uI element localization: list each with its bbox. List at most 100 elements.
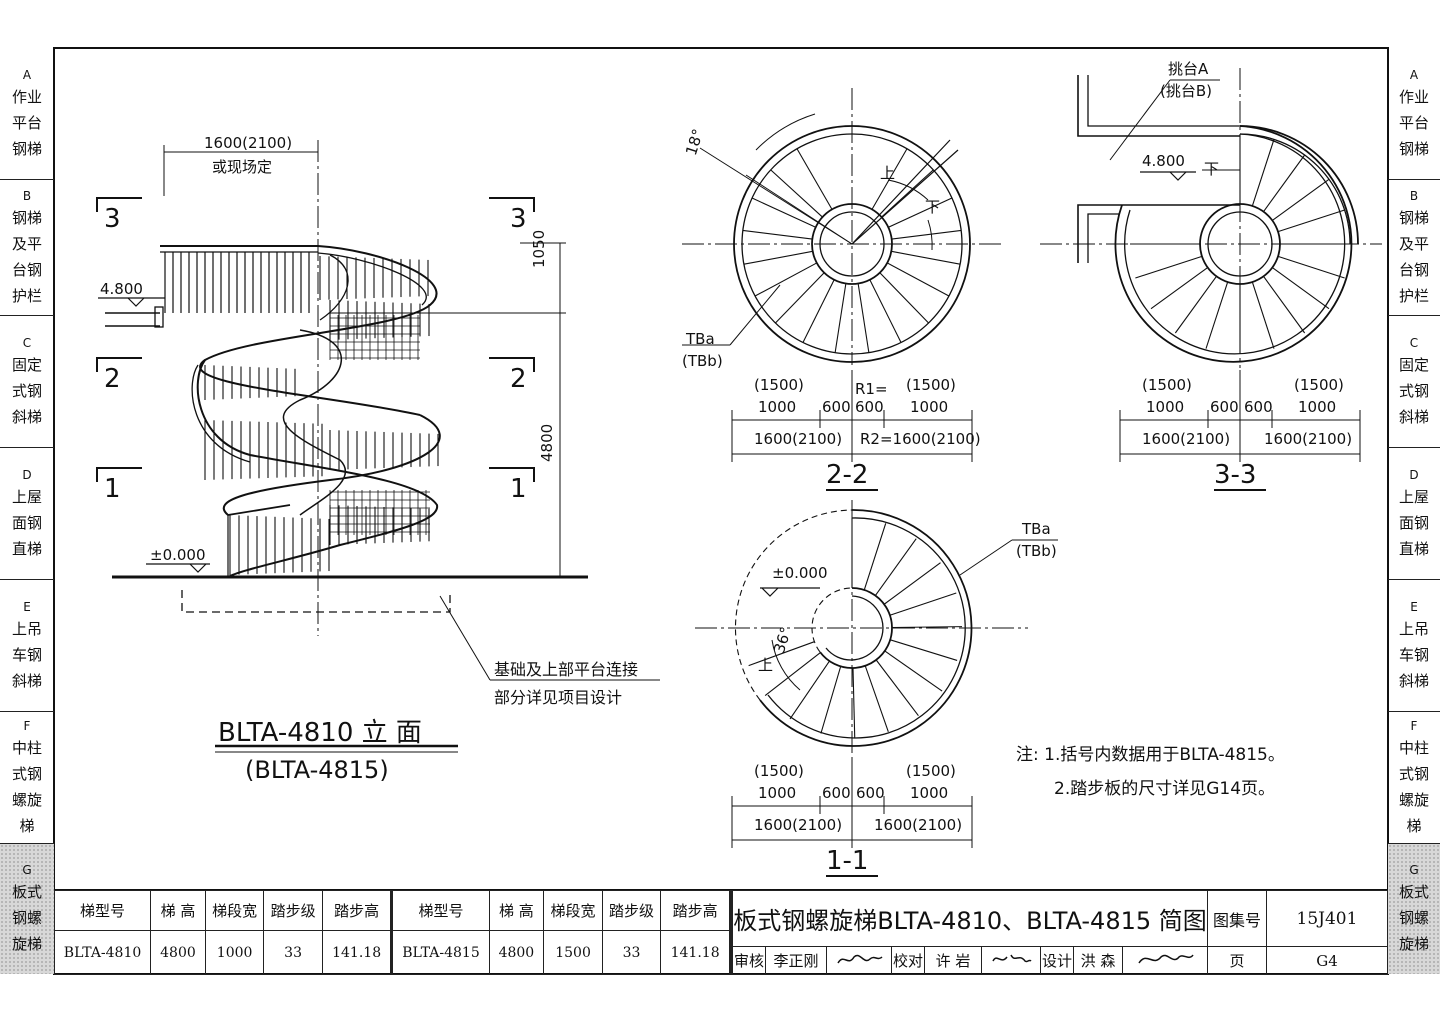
table-cell: 1000: [204, 930, 265, 975]
foundation-outline: [181, 590, 451, 613]
dim-text: (1500): [1294, 376, 1344, 394]
tread-type-b: (TBb): [682, 352, 723, 370]
tab-label: 上吊 车钢 斜梯: [1398, 619, 1429, 690]
tab-letter: F: [23, 718, 31, 733]
up-label: 上: [880, 164, 896, 182]
table-cell: 4800: [150, 930, 206, 975]
tab-letter: B: [1409, 188, 1419, 203]
level-top: 4.800: [100, 280, 143, 298]
tab-label: 板式 钢螺 旋梯: [1398, 883, 1429, 953]
tab-label: 上屋 面钢 直梯: [11, 487, 42, 558]
dim-text: R2=1600(2100): [860, 430, 981, 448]
reviewer-signature: [826, 946, 892, 975]
section-label-1-1: 1-1: [826, 846, 869, 876]
plan-2-2: [682, 88, 1002, 491]
section-mark-2-right: 2: [510, 364, 527, 394]
table-header: 踏步高: [660, 890, 730, 931]
plan-1-1: [695, 500, 1058, 877]
tab-label: 中柱 式钢 螺旋 梯: [11, 738, 42, 835]
table-cell: 1500: [543, 930, 603, 975]
table-cell: 33: [263, 930, 323, 975]
tab-letter: A: [22, 67, 32, 82]
designer-signature: [1122, 946, 1208, 975]
tab-letter: C: [22, 335, 32, 350]
tab-label: 作业 平台 钢梯: [1398, 87, 1429, 158]
down-label: 下: [1204, 160, 1220, 178]
tab-label: 上吊 车钢 斜梯: [11, 619, 42, 690]
drawing-title: 板式钢螺旋梯BLTA-4810、BLTA-4815 简图: [730, 890, 1208, 947]
foundation-note-line-2: 部分详见项目设计: [494, 688, 623, 707]
section-mark-3-right: 3: [510, 204, 527, 234]
section-mark-1-right: 1: [510, 474, 527, 504]
dim-text: 1000: [1146, 398, 1185, 416]
dim-text: (1500): [1142, 376, 1192, 394]
section-mark-3-left: 3: [104, 204, 121, 234]
tab-f[interactable]: F 中柱 式钢 螺旋 梯: [0, 712, 54, 844]
atlas-number: 15J401: [1266, 890, 1388, 947]
dim-text: 600: [855, 398, 884, 416]
tab-letter: E: [1410, 599, 1418, 614]
stair-spec-table: 梯型号 梯 高 梯段宽 踏步级 踏步高 梯型号 梯 高 梯段宽 踏步级 踏步高 …: [53, 890, 730, 975]
up-label: 上: [758, 656, 774, 674]
tab-e[interactable]: E 上吊 车钢 斜梯: [1388, 580, 1440, 712]
tab-letter: B: [22, 188, 32, 203]
plan-3-3: [1040, 68, 1382, 491]
table-cell: BLTA-4815: [390, 930, 490, 975]
dim-text: 1600(2100): [874, 816, 963, 834]
level-label: 4.800: [1142, 152, 1185, 170]
design-label: 设计: [1040, 946, 1074, 975]
dim-text: R1=: [855, 380, 888, 398]
tab-label: 中柱 式钢 螺旋 梯: [1398, 738, 1429, 835]
elevation-drawing: [96, 140, 660, 753]
tab-label: 上屋 面钢 直梯: [1398, 487, 1429, 558]
table-cell: 33: [601, 930, 662, 975]
dim-text: 1600(2100): [754, 430, 843, 448]
platform-b-label: (挑台B): [1160, 82, 1212, 100]
table-header: 梯 高: [150, 890, 206, 931]
tab-label: 钢梯 及平 台钢 护栏: [1398, 208, 1429, 305]
tread-type-b: (TBb): [1016, 542, 1057, 560]
dim-text: 600: [822, 784, 851, 802]
table-header: 踏步高: [321, 890, 393, 931]
tab-f[interactable]: F 中柱 式钢 螺旋 梯: [1388, 712, 1440, 844]
dim-text: (1500): [906, 376, 956, 394]
dim-text: (1500): [906, 762, 956, 780]
down-label: 下: [925, 198, 941, 216]
tab-letter: D: [22, 467, 32, 482]
dim-text: 600: [1244, 398, 1273, 416]
table-header: 梯型号: [390, 890, 490, 931]
dim-text: 1000: [758, 784, 797, 802]
tab-letter: C: [1409, 335, 1419, 350]
top-dimension: 1600(2100): [204, 134, 293, 152]
dimension-1050: 1050: [530, 229, 548, 268]
section-label-3-3: 3-3: [1214, 460, 1257, 490]
title-block: 板式钢螺旋梯BLTA-4810、BLTA-4815 简图 图集号 15J401 …: [730, 890, 1388, 975]
check-label: 校对: [891, 946, 925, 975]
tab-letter: G: [22, 863, 32, 877]
top-dimension-note: 或现场定: [212, 158, 273, 176]
elevation-title: BLTA-4810 立 面: [218, 718, 422, 748]
tab-b[interactable]: B 钢梯 及平 台钢 护栏: [1388, 180, 1440, 316]
atlas-label: 图集号: [1207, 890, 1267, 947]
review-label: 审核: [730, 946, 766, 975]
dim-text: 1000: [1298, 398, 1337, 416]
note-1: 注: 1.括号内数据用于BLTA-4815。: [1016, 745, 1285, 765]
tab-letter: F: [1410, 718, 1418, 733]
dim-text: 600: [856, 784, 885, 802]
elevation-subtitle: (BLTA-4815): [245, 756, 389, 784]
tab-d[interactable]: D 上屋 面钢 直梯: [0, 448, 54, 580]
dim-text: (1500): [754, 376, 804, 394]
page-label: 页: [1207, 946, 1267, 975]
dim-text: 1000: [910, 398, 949, 416]
tread-type-a: TBa: [1022, 520, 1051, 538]
